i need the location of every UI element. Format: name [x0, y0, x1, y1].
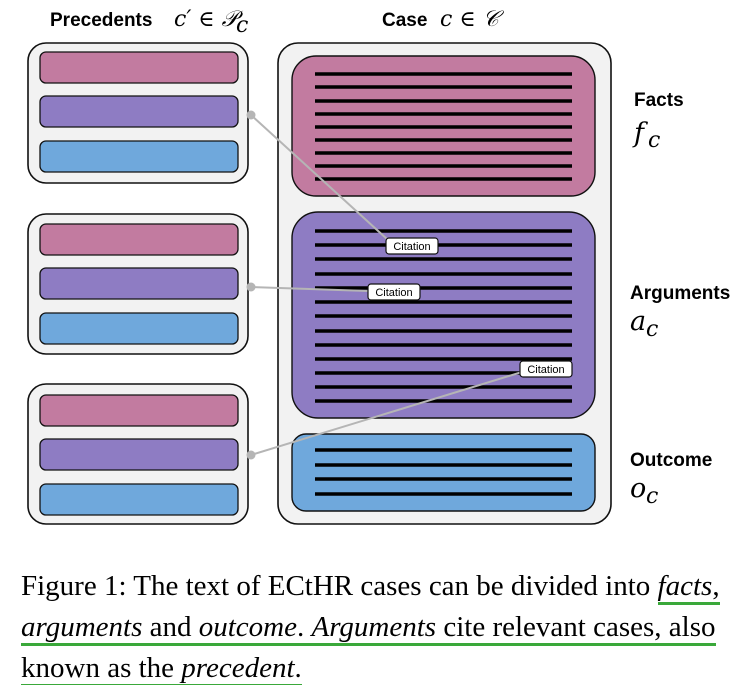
precedents-header-math: c′ ∈ 𝒫	[174, 7, 244, 32]
precedent-card-1	[27, 42, 249, 184]
facts-label: Facts	[634, 90, 684, 111]
citation-dot-2	[246, 282, 256, 292]
citation-dot-1	[246, 110, 256, 120]
citation-dot-3	[246, 450, 256, 460]
caption-arguments-2: Arguments	[311, 611, 437, 643]
arguments-symbol: a	[630, 306, 646, 337]
caption-arguments: arguments	[21, 611, 143, 643]
outcome-label: Outcome	[630, 450, 712, 471]
precedent-arguments-bar	[39, 95, 239, 128]
precedent-arguments-bar	[39, 438, 239, 471]
citation-tag-label: Citation	[375, 287, 412, 299]
caption-end: .	[294, 652, 302, 684]
precedent-arguments-bar	[39, 267, 239, 300]
citation-tag-1: Citation	[385, 237, 439, 255]
figure-caption: Figure 1: The text of ECtHR cases can be…	[21, 566, 736, 685]
citation-tag-label: Citation	[393, 241, 430, 253]
facts-text-lines	[315, 72, 572, 181]
caption-and: and	[142, 611, 199, 643]
figure-diagram: Precedents c′ ∈ 𝒫 c Case c ∈ 𝒞	[27, 7, 730, 525]
caption-comma: ,	[712, 570, 720, 602]
caption-text-2: cite relevant cases, also known as the	[21, 611, 716, 684]
outcome-symbol-sub: c	[646, 484, 658, 509]
citation-tag-box	[519, 360, 573, 378]
caption-text: Figure 1: The text of ECtHR cases can be…	[21, 570, 658, 602]
case-outcome-block	[291, 433, 596, 512]
citation-link-3	[250, 371, 523, 456]
case-header-label: Case	[382, 10, 427, 31]
case-arguments-section	[291, 211, 596, 419]
case-outcome-section	[291, 433, 596, 512]
outcome-symbol: o	[630, 473, 646, 504]
precedent-outcome-bar	[39, 483, 239, 516]
citation-connectors	[250, 114, 523, 456]
caption-dot: .	[297, 611, 312, 643]
caption-outcome: outcome	[198, 611, 297, 643]
caption-highlight-1: facts, arguments and outcome. Arguments …	[21, 570, 720, 685]
citation-tag-box	[385, 237, 439, 255]
citation-tag-2: Citation	[367, 283, 421, 301]
precedent-facts-bar	[39, 394, 239, 427]
precedent-facts-bar	[39, 223, 239, 256]
citation-tag-label: Citation	[527, 364, 564, 376]
caption-facts: facts	[657, 570, 713, 602]
precedent-outcome-bar	[39, 140, 239, 173]
precedents-header-sub: c	[236, 13, 248, 38]
arguments-symbol-sub: c	[646, 317, 658, 342]
precedent-facts-bar	[39, 51, 239, 84]
outcome-text-lines	[315, 448, 572, 496]
precedent-card-3	[27, 383, 249, 525]
citation-tag-3: Citation	[519, 360, 573, 378]
case-facts-section	[291, 55, 596, 197]
citation-link-2	[250, 286, 369, 292]
precedent-card-2	[27, 213, 249, 355]
citation-tag-box	[367, 283, 421, 301]
caption-precedent: precedent	[181, 652, 295, 684]
citation-link-1	[250, 114, 389, 241]
facts-symbol-sub: c	[648, 128, 660, 153]
facts-symbol: f	[632, 118, 648, 149]
case-header-math: c ∈ 𝒞	[440, 7, 505, 32]
arguments-label: Arguments	[630, 283, 730, 304]
precedent-outcome-bar	[39, 312, 239, 345]
precedents-header-label: Precedents	[50, 10, 152, 31]
